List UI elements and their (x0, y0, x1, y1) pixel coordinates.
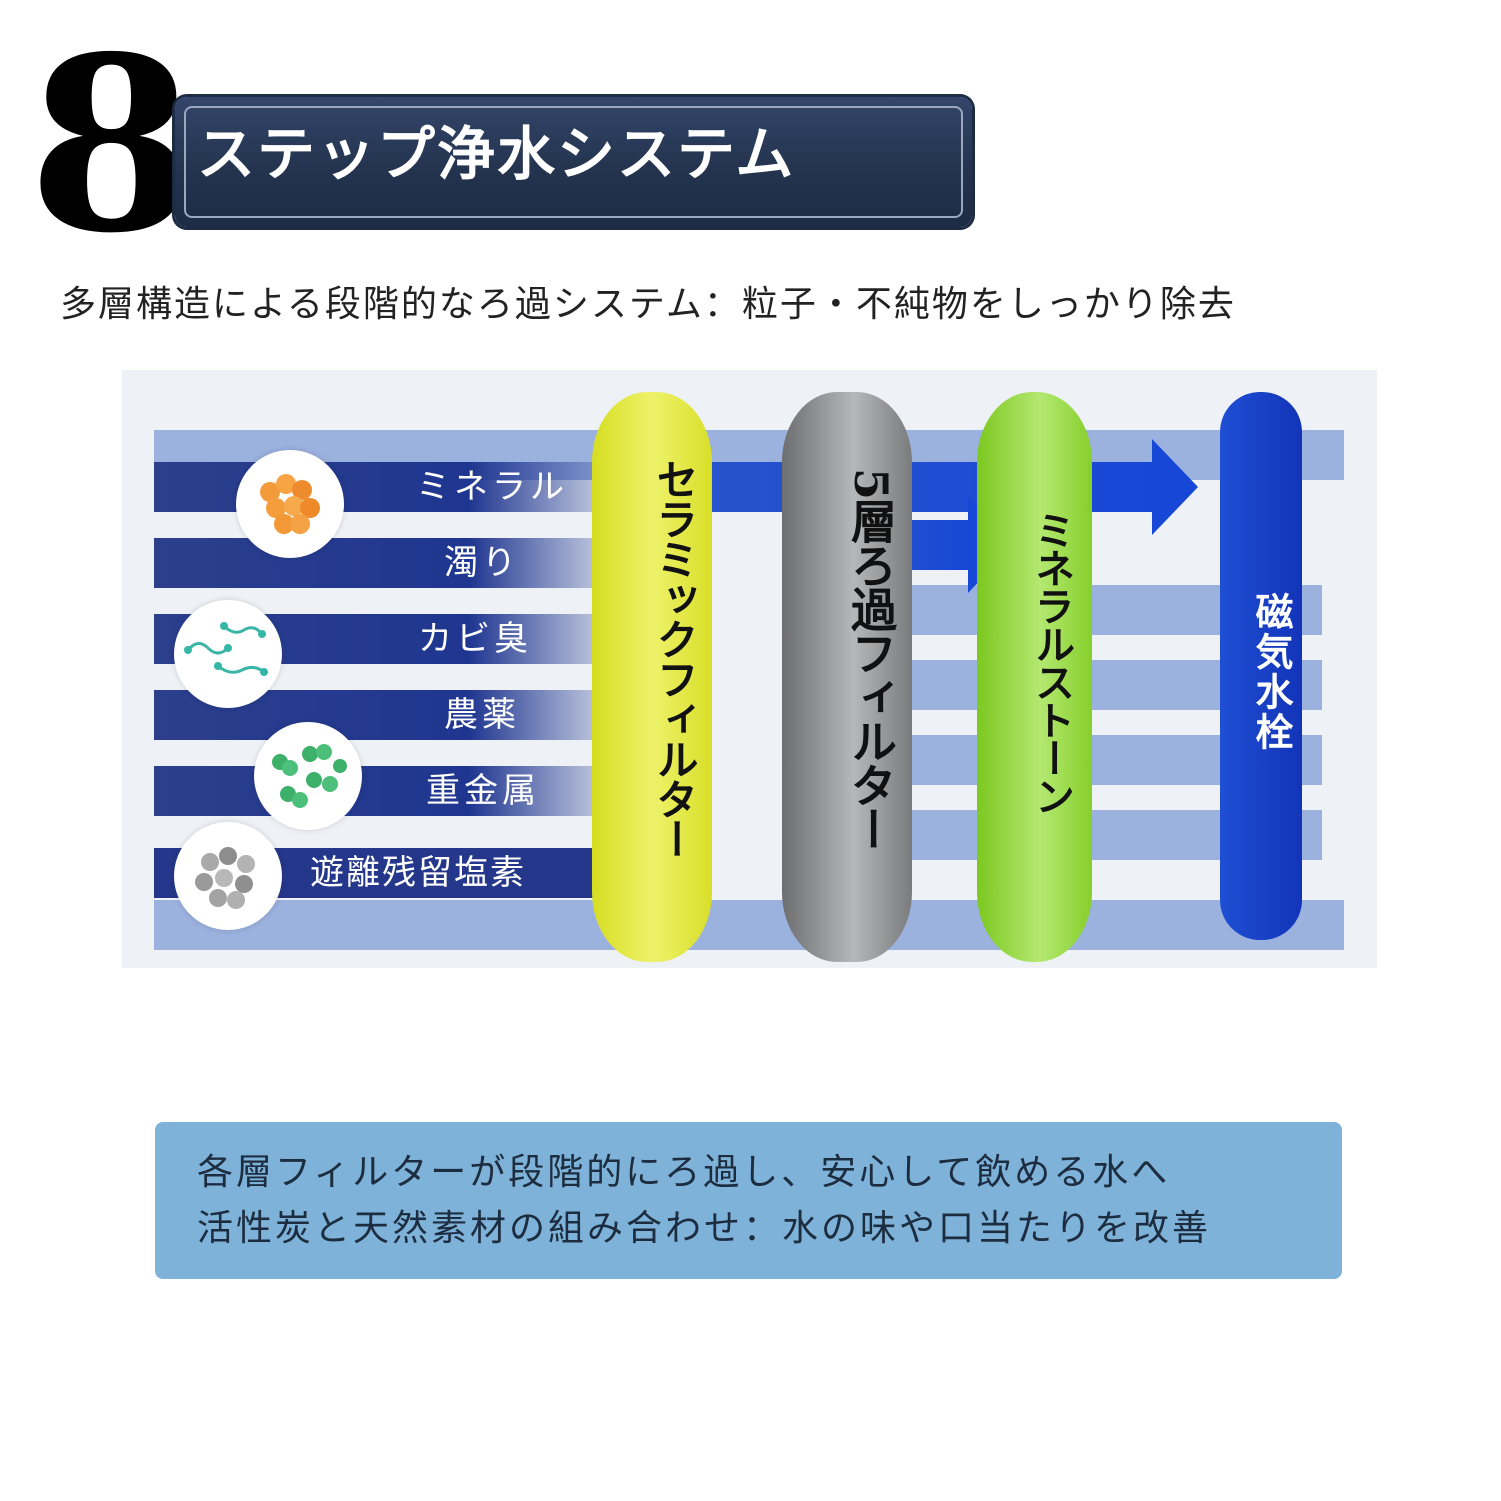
flow-arrow-icon (1152, 439, 1198, 535)
info-line-1: 各層フィルターが段階的にろ過し、安心して飲める水へ (197, 1152, 1171, 1193)
info-box: 各層フィルターが段階的にろ過し、安心して飲める水へ 活性炭と天然素材の組み合わせ… (155, 1122, 1342, 1279)
title-banner: ステップ浄水システム (175, 97, 972, 227)
step-number: 8 (28, 4, 195, 286)
mineral-stone-ring (977, 392, 1092, 962)
outlet-label: 磁気水栓 (1249, 592, 1294, 752)
heavy-metal-molecules-icon (254, 722, 362, 830)
bg-stripe (154, 900, 1344, 950)
contaminant-bar-minerals (154, 462, 604, 512)
page-title: ステップ浄水システム (197, 120, 796, 188)
title-banner-border (184, 106, 963, 218)
contaminant-label: 農薬 (444, 695, 520, 735)
contaminant-label: ミネラル (416, 467, 568, 507)
contaminant-label: 重金属 (426, 771, 540, 811)
contaminant-bar-heavy-metals (154, 766, 604, 816)
filtration-diagram: ミネラル 濁り カビ臭 農薬 重金属 遊離残留塩素 セラミックフィルター 5層ろ… (122, 370, 1377, 968)
filter-label-five-layer: 5層ろ過フィルター (844, 468, 898, 851)
filter-label-ceramic: セラミックフィルター (650, 458, 699, 858)
chlorine-particles-icon (174, 822, 282, 930)
mineral-particles-icon (236, 450, 344, 558)
contaminant-label: カビ臭 (418, 619, 532, 659)
info-line-2: 活性炭と天然素材の組み合わせ：水の味や口当たりを改善 (197, 1208, 1212, 1249)
contaminant-label: 遊離残留塩素 (310, 853, 526, 893)
contaminant-label: 濁り (444, 543, 520, 583)
contaminant-bar-turbidity (154, 538, 604, 588)
filter-label-mineral-stone: ミネラルストーン (1028, 510, 1075, 814)
five-layer-filter-ring (782, 392, 912, 962)
mold-spores-icon (174, 600, 282, 708)
subtitle: 多層構造による段階的なろ過システム：粒子・不純物をしっかり除去 (60, 284, 1236, 325)
ceramic-filter-ring (592, 392, 712, 962)
magnetic-faucet (1220, 392, 1302, 940)
